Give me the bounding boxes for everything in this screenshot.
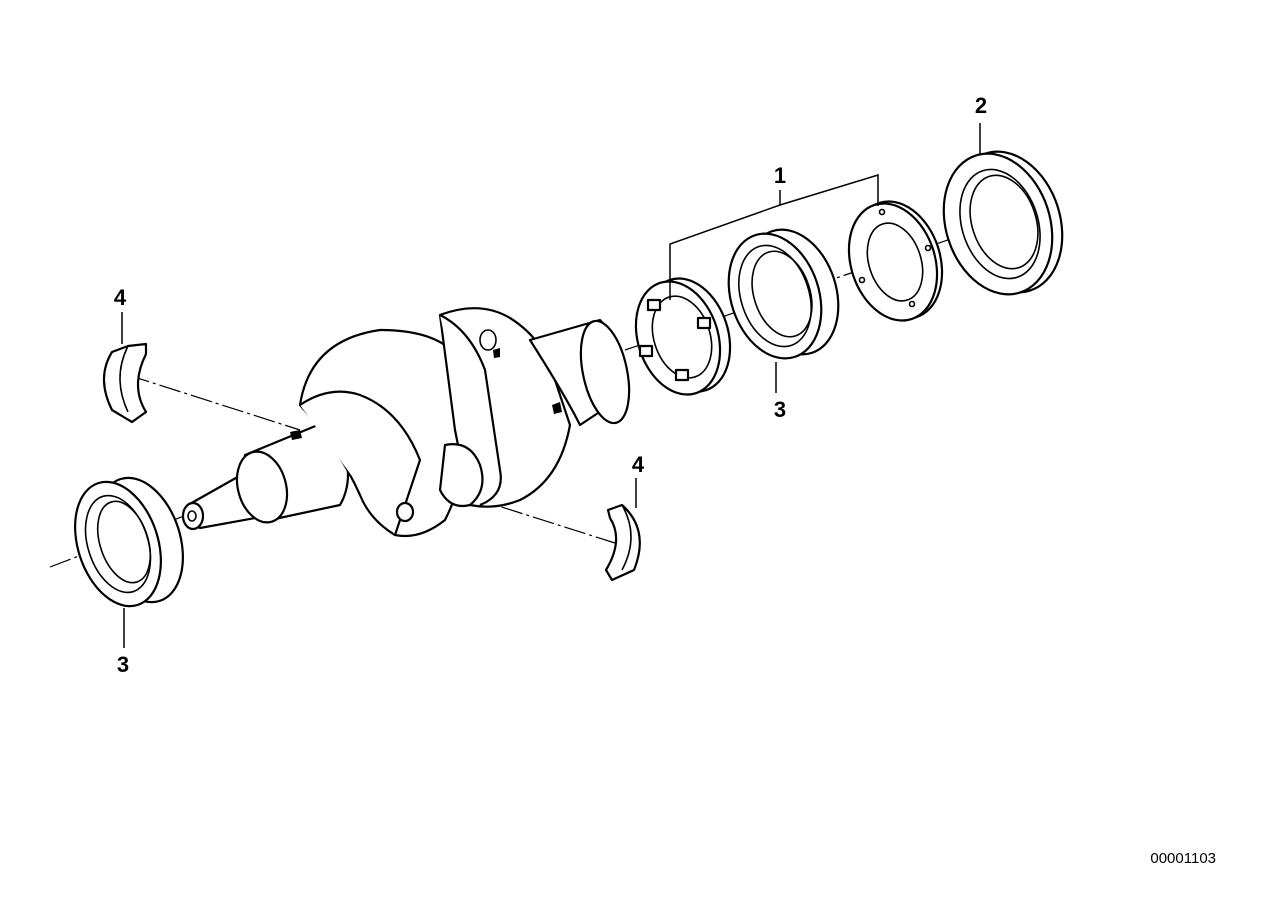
slotted-bearing-ring (634, 277, 732, 396)
oil-seal (942, 150, 1064, 296)
callout-labels: 1 2 3 3 4 4 (114, 93, 987, 677)
thrust-ring (847, 200, 944, 322)
main-bearing-left (74, 476, 184, 608)
callout-3-left: 3 (117, 652, 129, 677)
callout-4-left: 4 (114, 285, 127, 310)
callout-3-right: 3 (774, 397, 786, 422)
callout-4-right: 4 (632, 452, 645, 477)
crankshaft (181, 307, 631, 538)
diagram-part-number: 00001103 (1150, 850, 1216, 867)
bearing-shell-right (604, 503, 641, 582)
callout-1: 1 (774, 163, 786, 188)
main-bearing-right (727, 228, 840, 360)
bearing-shell-left (102, 342, 148, 424)
callout-2: 2 (975, 93, 987, 118)
leader-lines (121, 123, 981, 648)
